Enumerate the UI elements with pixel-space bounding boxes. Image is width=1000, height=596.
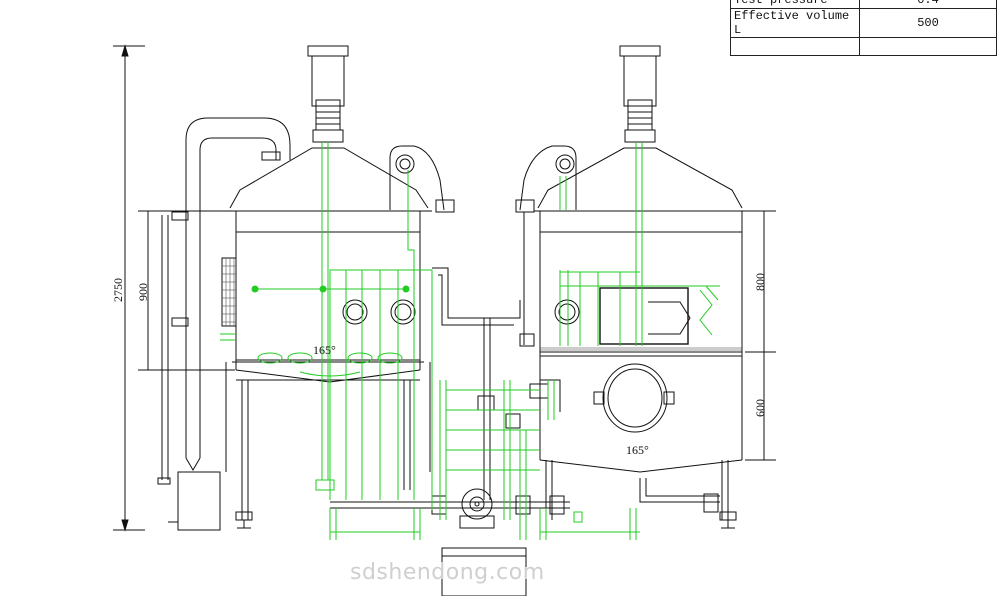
right-vessel bbox=[529, 45, 748, 529]
green-piping-layer bbox=[220, 142, 720, 540]
center-piping bbox=[330, 145, 577, 529]
right-upper-height-label: 800 bbox=[753, 273, 767, 291]
heating-jacket-hatch bbox=[222, 258, 236, 326]
spec-value bbox=[859, 37, 997, 56]
right-dimension-lines bbox=[745, 210, 776, 461]
lower-stand bbox=[441, 547, 527, 596]
left-cone-angle-label: 165° bbox=[313, 343, 336, 357]
overall-dimension-line bbox=[113, 44, 145, 532]
overall-height-label: 2750 bbox=[111, 278, 125, 302]
watermark: sdshendong.com bbox=[350, 560, 545, 585]
spec-table: Test pressure 0.4 Effective volume L 500 bbox=[730, 0, 997, 56]
left-steam-pipe bbox=[157, 117, 291, 531]
right-vessel-jacket-band bbox=[540, 347, 742, 351]
spec-value: 500 bbox=[859, 8, 997, 38]
spec-value: 0.4 bbox=[859, 0, 997, 9]
spec-label bbox=[730, 37, 860, 56]
left-vessel-height-label: 900 bbox=[136, 283, 150, 301]
spec-label: Effective volume L bbox=[730, 8, 860, 38]
right-lower-height-label: 600 bbox=[753, 399, 767, 417]
right-cone-angle-label: 165° bbox=[626, 443, 649, 457]
spec-row-pressure: Test pressure 0.4 bbox=[730, 0, 997, 9]
spec-row-volume: Effective volume L 500 bbox=[730, 8, 997, 38]
spec-label: Test pressure bbox=[730, 0, 860, 9]
left-vessel bbox=[221, 45, 432, 529]
spec-row-empty bbox=[730, 37, 997, 56]
